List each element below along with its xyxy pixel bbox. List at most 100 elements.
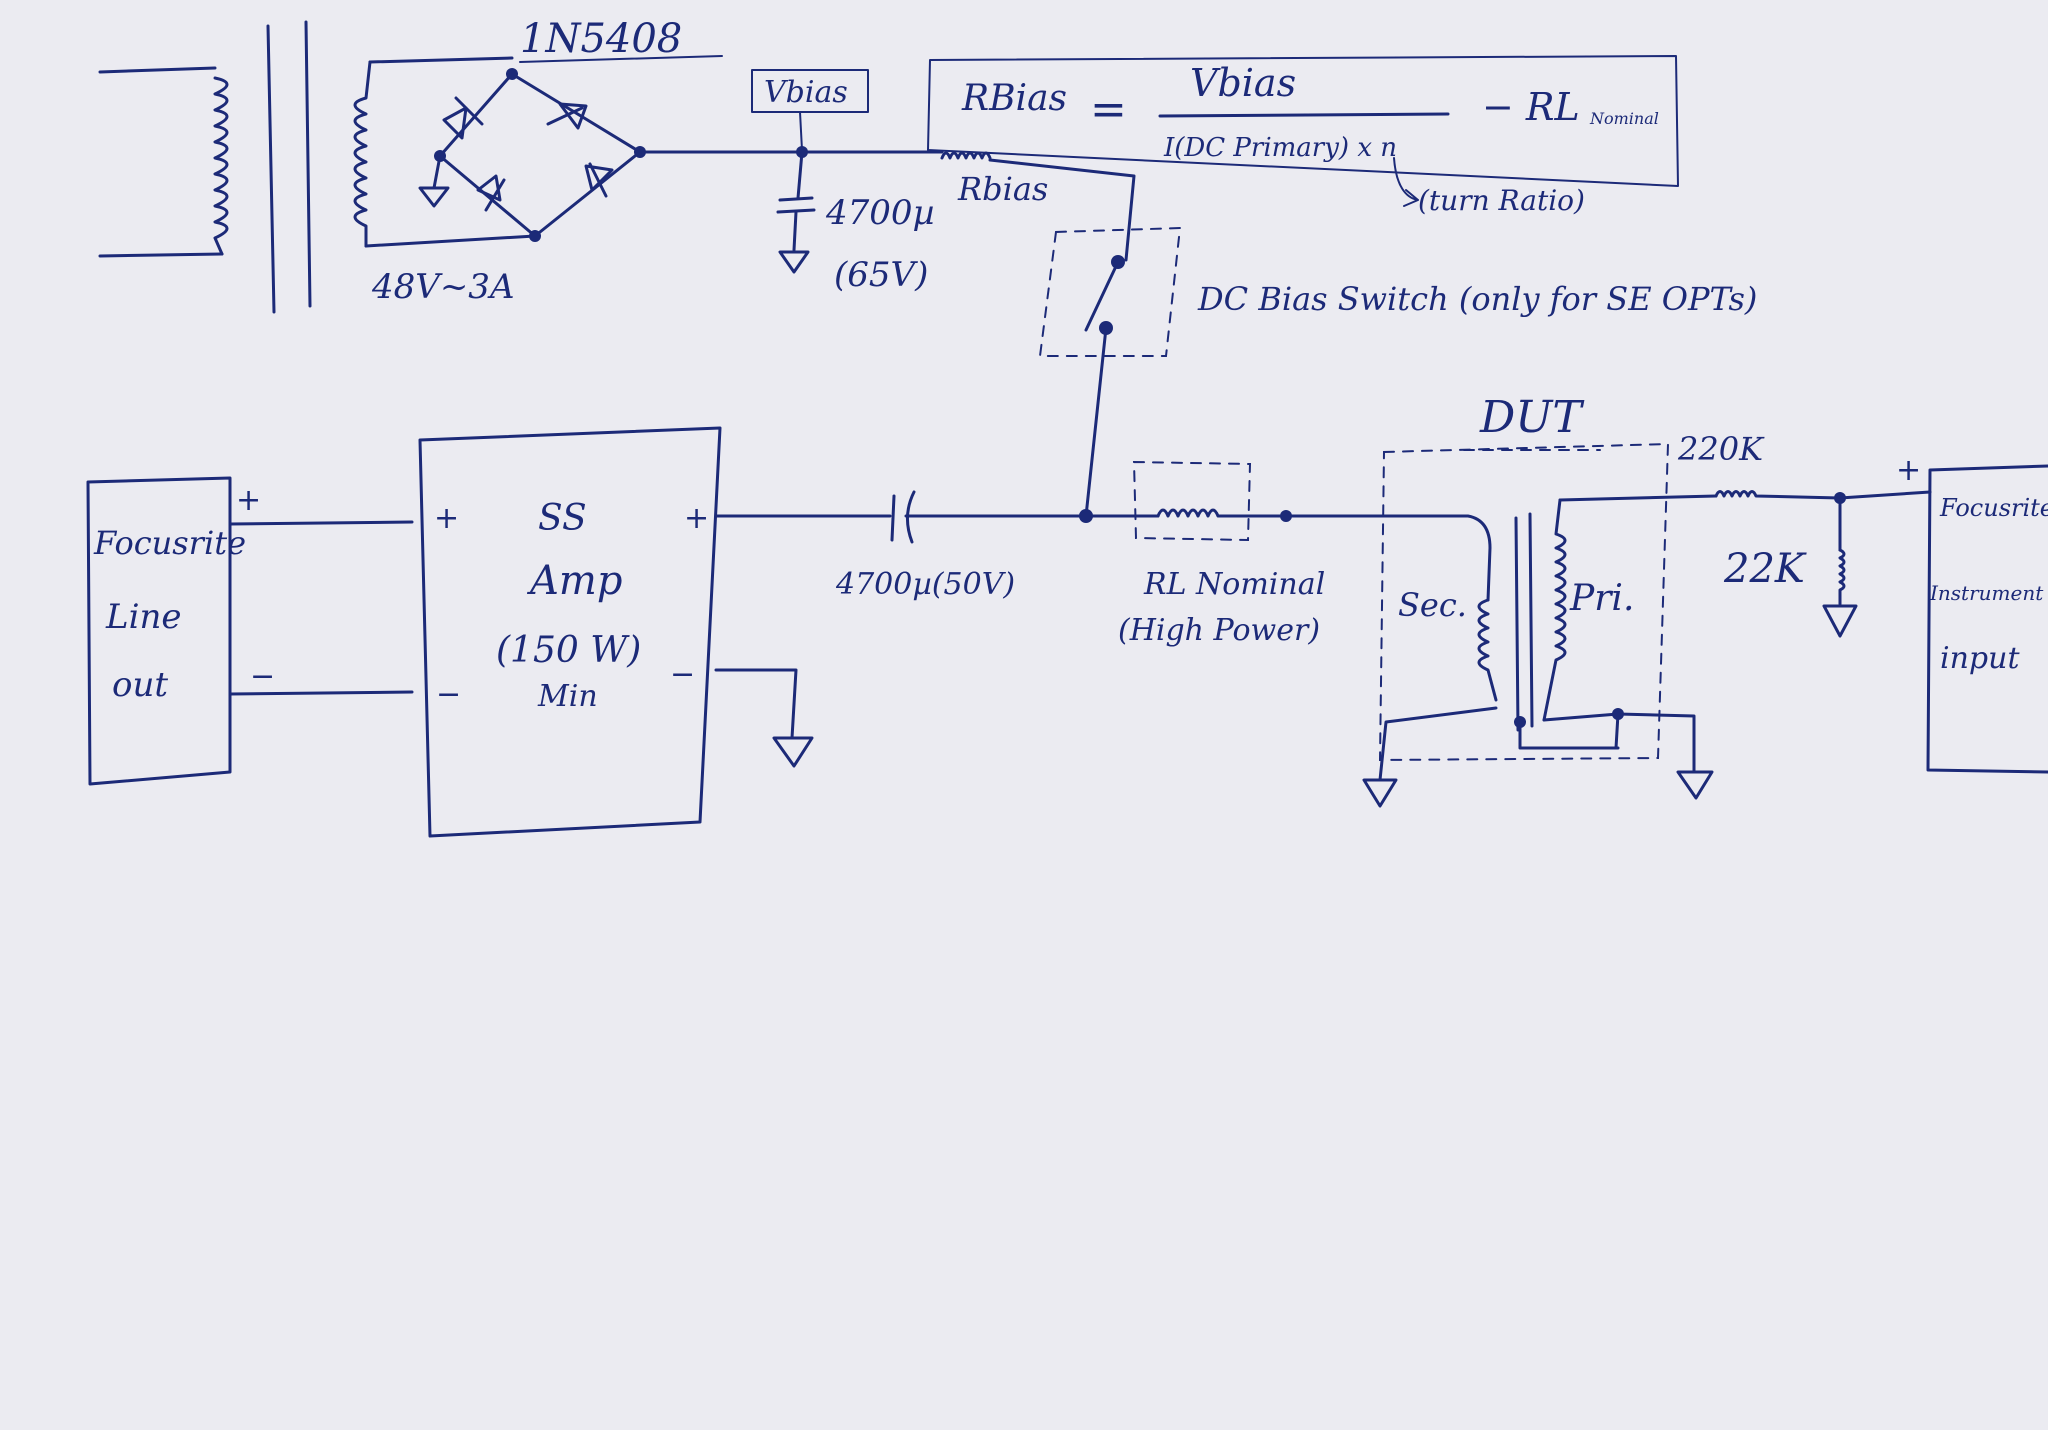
- instrument-input-plus: +: [1896, 453, 1921, 488]
- diode-3: [476, 174, 506, 212]
- r22k-label: 22K: [1723, 546, 1807, 592]
- bridge-ground-symbol: [418, 186, 450, 208]
- mains-transformer: 48V~3A: [98, 20, 537, 314]
- amp-input-minus: −: [436, 677, 461, 712]
- instrument-input-label-1: Focusrite: [1939, 494, 2048, 522]
- dut-transformer: DUT Sec. Pri.: [1362, 392, 1718, 808]
- instrument-input-label-2: Instrument: [1929, 581, 2044, 605]
- attenuator-divider: 220K 22K: [1677, 430, 1932, 638]
- amp-ground-wire: [714, 668, 798, 740]
- dut-core-right: [1528, 512, 1534, 728]
- bias-cap-ground-symbol: [778, 250, 810, 274]
- rl-to-secondary-wire: [1284, 514, 1492, 602]
- formula-box: RBias = Vbias I(DC Primary) x n − RL Nom…: [927, 55, 1679, 217]
- r220k-resistor: [1714, 490, 1842, 500]
- sec-label: Sec.: [1398, 586, 1467, 624]
- secondary-winding-dut: [1477, 598, 1498, 702]
- instrument-input-label-3: input: [1940, 641, 2020, 676]
- diode-part-label: 1N5408: [520, 16, 682, 62]
- dut-label: DUT: [1479, 392, 1585, 443]
- core-ground-wire: [1518, 722, 1620, 750]
- transformer-rating-label: 48V~3A: [371, 267, 515, 307]
- amp-label-4: Min: [537, 679, 598, 714]
- rbias-label: Rbias: [957, 170, 1048, 208]
- primary-winding-dut: [1542, 498, 1567, 722]
- secondary-ground-symbol: [1362, 778, 1398, 808]
- switch-dashed-box: [1038, 226, 1182, 357]
- dut-dashed-box: [1378, 442, 1670, 762]
- transformer-core-left: [266, 24, 276, 314]
- bias-supply: Vbias 4700µ (65V) Rbias: [638, 69, 1136, 295]
- vbias-label: Vbias: [764, 75, 848, 110]
- formula-minus-rl: − RL: [1482, 85, 1580, 129]
- r22k-ground-symbol: [1822, 604, 1858, 638]
- output-path: 4700µ(50V): [714, 490, 1160, 602]
- diode-label-underline: [519, 55, 723, 63]
- diode-2: [546, 102, 588, 130]
- line-out-box: [86, 476, 232, 786]
- bridge-rectifier: 1N5408: [418, 16, 723, 242]
- line-out-minus: −: [250, 659, 275, 694]
- coupling-cap-plate-straight: [890, 494, 896, 542]
- bridge-node-top: [506, 68, 518, 80]
- r220k-label: 220K: [1677, 430, 1765, 468]
- formula-equals: =: [1090, 84, 1127, 135]
- pri-label: Pri.: [1569, 578, 1634, 619]
- formula-nominal: Nominal: [1589, 109, 1659, 128]
- rl-resistor: [1156, 508, 1288, 518]
- bias-cap-label: 4700µ: [825, 193, 935, 233]
- ss-amplifier: + − + − SS Amp (150 W) Min: [418, 426, 814, 838]
- bridge-outline: [438, 72, 642, 238]
- vbias-leader: [799, 111, 803, 151]
- amp-box: [418, 426, 722, 838]
- formula-denominator: I(DC Primary) x n: [1163, 133, 1397, 163]
- rbias-resistor: [940, 151, 992, 160]
- secondary-lead-bottom: [364, 234, 537, 248]
- secondary-winding: [353, 60, 372, 248]
- rl-label-1: RL Nominal: [1143, 567, 1325, 602]
- rbias-wire-out: [988, 158, 1136, 262]
- amp-label-2: Amp: [526, 558, 622, 604]
- transformer-core-right: [304, 20, 312, 308]
- vbias-label-box: [751, 69, 869, 113]
- switch-down-wire: [1084, 326, 1108, 518]
- turn-ratio-arrow: [1393, 157, 1419, 207]
- bridge-node-bottom: [529, 230, 541, 242]
- formula-fraction-bar: [1158, 112, 1450, 118]
- formula-rbias: RBias: [961, 78, 1067, 119]
- coupling-cap-label: 4700µ(50V): [835, 567, 1015, 602]
- secondary-lead-top: [368, 56, 514, 64]
- secondary-return-wire: [1378, 706, 1498, 782]
- bias-cap-plate-top: [778, 196, 814, 202]
- primary-lead-top: [98, 66, 217, 74]
- amp-label-1: SS: [538, 498, 587, 539]
- diode-1: [442, 96, 484, 140]
- bias-cap-voltage-label: (65V): [834, 255, 928, 295]
- bias-cap-ground-lead: [792, 210, 798, 252]
- line-out-label-1: Focusrite: [93, 524, 246, 562]
- turn-ratio-label: (turn Ratio): [1418, 184, 1585, 217]
- line-out-label-2: Line: [105, 597, 181, 637]
- rl-nominal: RL Nominal (High Power): [1118, 460, 1492, 648]
- formula-border: [927, 55, 1679, 187]
- amp-input-plus: +: [434, 501, 459, 536]
- r22k-resistor: [1838, 548, 1846, 606]
- instrument-input-box: [1926, 464, 2048, 774]
- primary-top-wire: [1558, 494, 1718, 502]
- dut-core-left: [1514, 516, 1520, 732]
- amp-ground-symbol: [772, 736, 814, 768]
- rl-label-2: (High Power): [1118, 613, 1320, 648]
- primary-start-node: [1514, 716, 1526, 728]
- primary-lead-bottom: [98, 252, 224, 258]
- line-out-wire-minus: [228, 690, 414, 696]
- primary-ground-wire: [1614, 712, 1696, 774]
- primary-ground-symbol: [1676, 770, 1714, 800]
- switch-blade: [1084, 260, 1120, 332]
- line-out-wire-plus: [228, 520, 414, 526]
- line-out-label-3: out: [112, 665, 168, 705]
- primary-bottom-wire: [1542, 712, 1620, 722]
- line-out-plus: +: [236, 483, 261, 518]
- dc-bias-switch-label: DC Bias Switch (only for SE OPTs): [1197, 280, 1757, 318]
- dc-bias-switch: DC Bias Switch (only for SE OPTs): [1038, 226, 1757, 518]
